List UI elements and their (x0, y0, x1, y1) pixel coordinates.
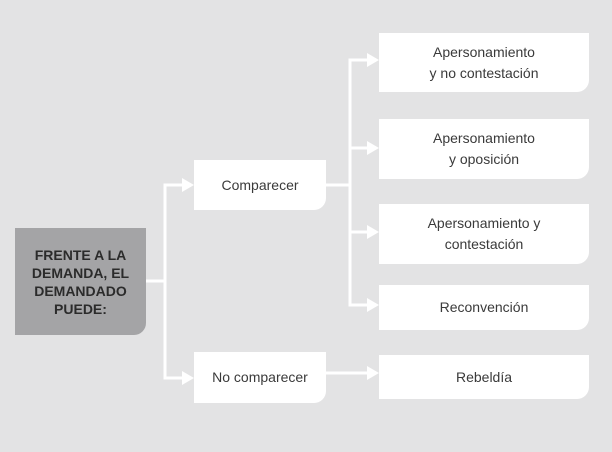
arrowhead-rebeldia (367, 366, 379, 380)
node-comparecer: Comparecer (194, 160, 326, 210)
arrowhead-no-comparecer (182, 371, 194, 385)
node-apersonamiento-no-contestacion: Apersonamiento y no contestación (379, 33, 589, 92)
connector-root-trunk (146, 183, 190, 380)
arrowhead-comparecer (182, 178, 194, 192)
node-reconvencion: Reconvención (379, 285, 589, 330)
node-apersonamiento-contestacion: Apersonamiento y contestación (379, 204, 589, 264)
root-node: FRENTE A LA DEMANDA, EL DEMANDADO PUEDE: (15, 228, 146, 335)
arrowhead-option-2 (367, 141, 379, 155)
node-no-comparecer: No comparecer (194, 352, 326, 403)
connector-comparecer-trunk (325, 58, 375, 307)
node-rebeldia: Rebeldía (379, 355, 589, 399)
arrowhead-option-4 (367, 298, 379, 312)
node-apersonamiento-oposicion: Apersonamiento y oposición (379, 119, 589, 179)
arrowhead-option-3 (367, 225, 379, 239)
arrowhead-option-1 (367, 53, 379, 67)
